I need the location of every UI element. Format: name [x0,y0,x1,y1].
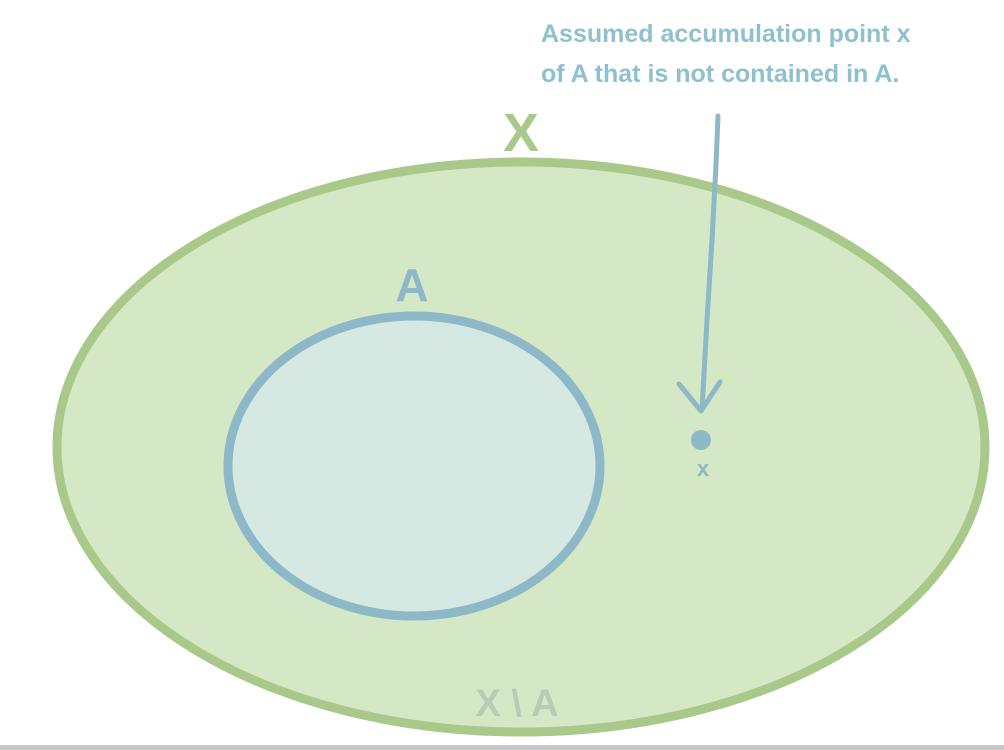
complement-label: X \ A [475,683,558,725]
annotation-arrow [676,113,723,414]
arrow-head-icon [676,379,723,414]
inner-set-label: A [395,259,428,311]
inner-set-a [223,311,605,621]
bottom-border [0,745,1004,750]
outer-set-label: X [503,103,539,163]
accumulation-point-label: x [697,456,710,481]
annotation-line-2: of A that is not contained in A. [541,60,899,88]
annotation-line-1: Assumed accumulation point x [541,20,911,48]
arrow-shaft [699,113,721,413]
accumulation-point [691,430,711,450]
